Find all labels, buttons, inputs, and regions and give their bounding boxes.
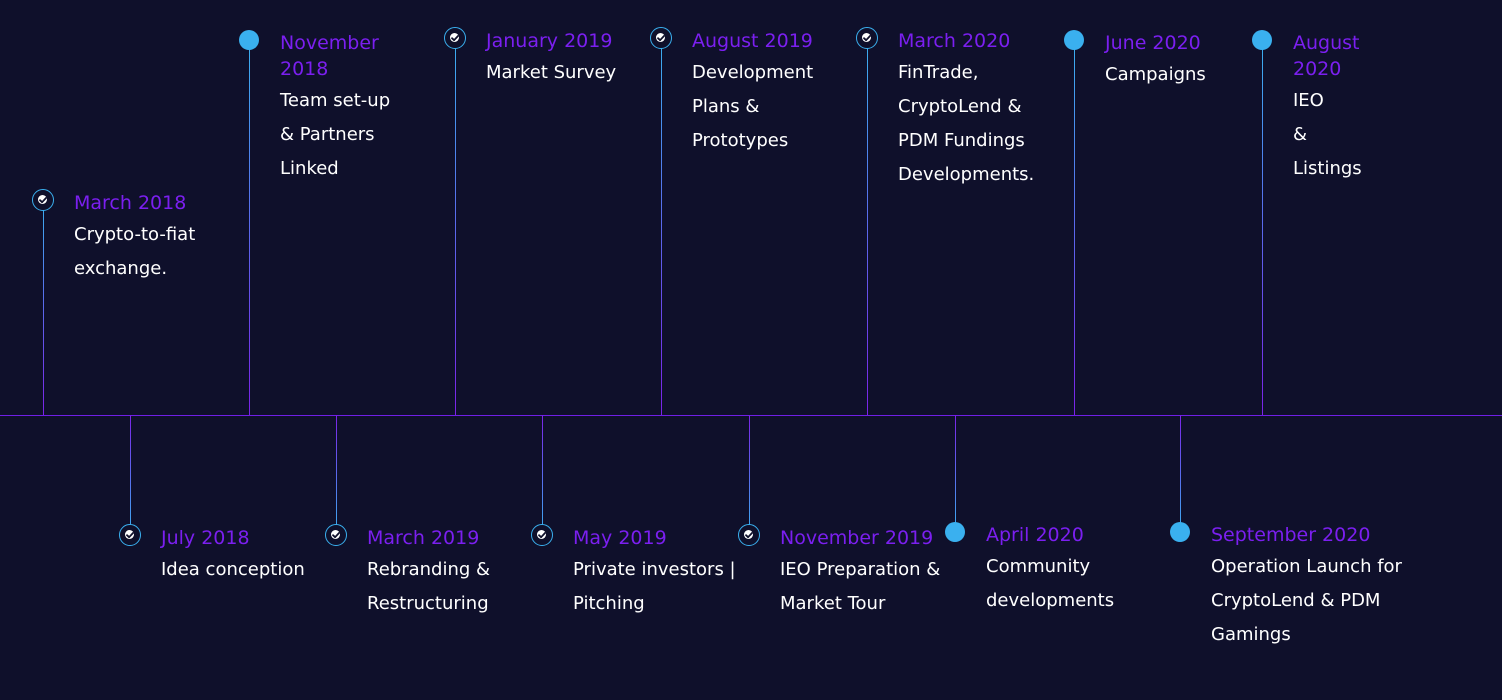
event-description-line: Pitching <box>573 593 645 614</box>
event-description-line: Market Survey <box>486 62 617 83</box>
timeline-connector <box>249 40 250 415</box>
event-date-line: August <box>1293 32 1360 54</box>
check-circle-icon <box>650 27 672 49</box>
event-date-line: March 2018 <box>74 192 187 214</box>
event-description-line: PDM Fundings <box>898 130 1025 151</box>
event-date: July 2018 <box>161 525 250 551</box>
dot-icon <box>1252 30 1272 50</box>
event-description-line: FinTrade, <box>898 62 979 83</box>
event-description-line: Community <box>986 556 1091 577</box>
event-description: Market Survey <box>486 56 616 90</box>
event-description-line: Team set-up <box>280 90 391 111</box>
event-date: March 2020 <box>898 28 1010 54</box>
timeline-connector <box>542 415 543 535</box>
dot-icon <box>239 30 259 50</box>
event-date: August 2019 <box>692 28 813 54</box>
event-description-line: Private investors | <box>573 559 736 580</box>
event-date: November 2018 <box>280 30 379 82</box>
event-date-line: January 2019 <box>486 30 613 52</box>
check-circle-icon <box>531 524 553 546</box>
event-description-line: IEO Preparation & <box>780 559 941 580</box>
event-date: June 2020 <box>1105 30 1201 56</box>
event-description-line: Prototypes <box>692 130 789 151</box>
event-description-line: Developments. <box>898 164 1035 185</box>
timeline-connector <box>43 200 44 415</box>
event-date-line: September 2020 <box>1211 524 1371 546</box>
event-date: September 2020 <box>1211 522 1370 548</box>
dot-icon <box>1170 522 1190 542</box>
event-date-line: June 2020 <box>1105 32 1201 54</box>
timeline-connector <box>955 415 956 532</box>
event-date: August 2020 <box>1293 30 1360 82</box>
event-date: May 2019 <box>573 525 667 551</box>
event-description-line: Rebranding & <box>367 559 491 580</box>
event-description-line: Development <box>692 62 814 83</box>
event-description: Campaigns <box>1105 58 1206 92</box>
event-date-line: March 2020 <box>898 30 1011 52</box>
check-circle-icon <box>444 27 466 49</box>
check-circle-icon <box>856 27 878 49</box>
check-circle-icon <box>325 524 347 546</box>
dot-icon <box>945 522 965 542</box>
event-description-line: developments <box>986 590 1115 611</box>
timeline-connector <box>867 38 868 415</box>
event-description: Idea conception <box>161 553 305 587</box>
event-description-line: Campaigns <box>1105 64 1206 85</box>
check-circle-icon <box>32 189 54 211</box>
timeline-connector <box>661 38 662 415</box>
dot-icon <box>1064 30 1084 50</box>
event-description-line: Operation Launch for <box>1211 556 1402 577</box>
event-date-line: July 2018 <box>161 527 250 549</box>
check-circle-icon <box>738 524 760 546</box>
event-date: March 2018 <box>74 190 186 216</box>
event-description: IEO & Listings <box>1293 84 1362 186</box>
timeline-connector <box>130 415 131 535</box>
timeline-connector <box>1262 40 1263 415</box>
event-date-line: August 2019 <box>692 30 813 52</box>
event-description-line: & Partners <box>280 124 375 145</box>
event-description: IEO Preparation & Market Tour <box>780 553 940 621</box>
event-description-line: IEO <box>1293 90 1324 111</box>
event-date: April 2020 <box>986 522 1084 548</box>
event-date-line: March 2019 <box>367 527 480 549</box>
event-date-line: November <box>280 32 379 54</box>
event-description-line: Idea conception <box>161 559 305 580</box>
timeline-connector <box>749 415 750 535</box>
event-date-line: April 2020 <box>986 524 1084 546</box>
event-description-line: Plans & <box>692 96 760 117</box>
event-date-line: May 2019 <box>573 527 667 549</box>
event-description-line: exchange. <box>74 258 168 279</box>
check-circle-icon <box>119 524 141 546</box>
event-description: Community developments <box>986 550 1114 618</box>
event-description-line: Restructuring <box>367 593 489 614</box>
event-date: January 2019 <box>486 28 612 54</box>
event-description-line: CryptoLend & PDM <box>1211 590 1381 611</box>
timeline-axis <box>0 415 1502 416</box>
event-description-line: Linked <box>280 158 339 179</box>
event-description: Crypto-to-fiat exchange. <box>74 218 195 286</box>
event-date: November 2019 <box>780 525 933 551</box>
event-description-line: CryptoLend & <box>898 96 1022 117</box>
event-description-line: Listings <box>1293 158 1362 179</box>
event-date-line: 2020 <box>1293 58 1342 80</box>
event-description-line: Crypto-to-fiat <box>74 224 196 245</box>
event-date: March 2019 <box>367 525 479 551</box>
event-date-line: November 2019 <box>780 527 934 549</box>
event-description: Private investors | Pitching <box>573 553 736 621</box>
event-description-line: Gamings <box>1211 624 1291 645</box>
event-description-line: Market Tour <box>780 593 886 614</box>
event-description-line: & <box>1293 124 1308 145</box>
event-description: Rebranding & Restructuring <box>367 553 490 621</box>
event-date-line: 2018 <box>280 58 329 80</box>
timeline-connector <box>1074 40 1075 415</box>
timeline-connector <box>336 415 337 535</box>
timeline-connector <box>455 38 456 415</box>
timeline-connector <box>1180 415 1181 532</box>
